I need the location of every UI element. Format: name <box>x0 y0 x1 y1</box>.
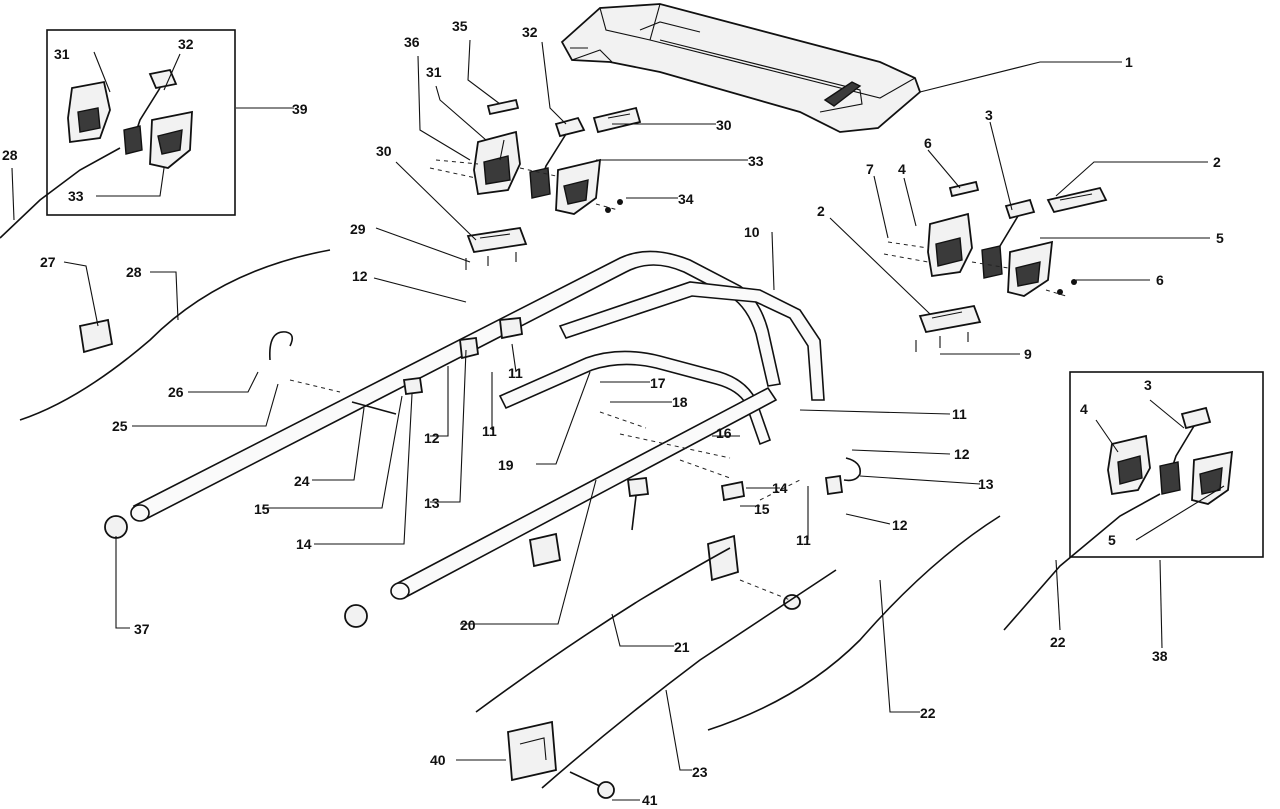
callout-12: 12 <box>424 430 440 446</box>
callout-1: 1 <box>1125 54 1133 70</box>
callout-2: 2 <box>1213 154 1221 170</box>
callout-2: 2 <box>817 203 825 219</box>
callout-41: 41 <box>642 792 658 808</box>
callout-18: 18 <box>672 394 688 410</box>
callout-25: 25 <box>112 418 128 434</box>
callout-40: 40 <box>430 752 446 768</box>
callout-36: 36 <box>404 34 420 50</box>
callout-38: 38 <box>1152 648 1168 664</box>
callout-23: 23 <box>692 764 708 780</box>
callout-20: 20 <box>460 617 476 633</box>
callout-26: 26 <box>168 384 184 400</box>
inset-box-38 <box>1003 371 1264 631</box>
callout-29: 29 <box>350 221 366 237</box>
callout-30: 30 <box>716 117 732 133</box>
callout-11: 11 <box>796 532 811 548</box>
callout-17: 17 <box>650 375 666 391</box>
callout-15: 15 <box>754 501 770 517</box>
callout-3: 3 <box>985 107 993 123</box>
callout-13: 13 <box>978 476 994 492</box>
callout-39: 39 <box>292 101 308 117</box>
callout-28: 28 <box>2 147 18 163</box>
callout-37: 37 <box>134 621 150 637</box>
console-housing <box>560 3 922 133</box>
callout-5: 5 <box>1216 230 1224 246</box>
callout-31: 31 <box>54 46 70 62</box>
inset-box-39 <box>0 29 236 239</box>
callout-32: 32 <box>522 24 538 40</box>
callout-32: 32 <box>178 36 194 52</box>
callout-15: 15 <box>254 501 270 517</box>
callout-4: 4 <box>1080 401 1088 417</box>
callout-14: 14 <box>296 536 312 552</box>
callout-21: 21 <box>674 639 690 655</box>
callout-6: 6 <box>924 135 932 151</box>
callout-7: 7 <box>866 161 874 177</box>
callout-labels: 1 2 2 3 3 4 4 5 5 6 6 7 9 10 11 11 11 11… <box>2 18 1224 808</box>
callout-11: 11 <box>508 365 523 381</box>
switch-group-upper <box>429 98 642 270</box>
callout-9: 9 <box>1024 346 1032 362</box>
callout-11: 11 <box>482 423 497 439</box>
callout-31: 31 <box>426 64 442 80</box>
callout-10: 10 <box>744 224 760 240</box>
leader-lines <box>11 39 1225 801</box>
callout-33: 33 <box>68 188 84 204</box>
callout-19: 19 <box>498 457 514 473</box>
callout-28: 28 <box>126 264 142 280</box>
callout-12: 12 <box>954 446 970 462</box>
callout-22: 22 <box>920 705 936 721</box>
callout-14: 14 <box>772 480 788 496</box>
callout-35: 35 <box>452 18 468 34</box>
callout-22: 22 <box>1050 634 1066 650</box>
callout-16: 16 <box>716 425 732 441</box>
callout-6: 6 <box>1156 272 1164 288</box>
callout-4: 4 <box>898 161 906 177</box>
callout-33: 33 <box>748 153 764 169</box>
callout-3: 3 <box>1144 377 1152 393</box>
callout-27: 27 <box>40 254 56 270</box>
alignment-lines <box>289 379 801 601</box>
callout-12: 12 <box>352 268 368 284</box>
callout-12: 12 <box>892 517 908 533</box>
callout-24: 24 <box>294 473 310 489</box>
switch-group-right <box>883 180 1108 352</box>
cables <box>19 249 1001 789</box>
callout-13: 13 <box>424 495 440 511</box>
callout-5: 5 <box>1108 532 1116 548</box>
callout-34: 34 <box>678 191 694 207</box>
callout-11: 11 <box>952 406 967 422</box>
callout-30: 30 <box>376 143 392 159</box>
handle-frame <box>78 250 862 799</box>
